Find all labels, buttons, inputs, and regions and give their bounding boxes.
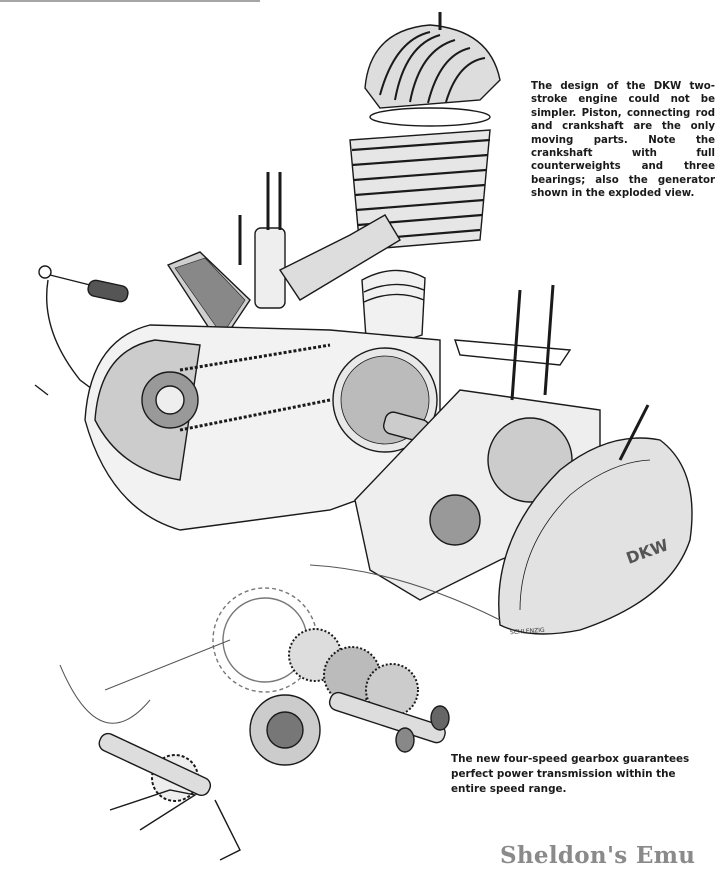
kickstart-shaft — [98, 694, 321, 861]
piston — [361, 269, 426, 342]
watermark-text: Sheldon's Emu — [500, 842, 696, 869]
carburettor — [166, 172, 401, 347]
generator-cover: DKW — [498, 404, 693, 635]
watermark: Sheldon's Emu — [500, 842, 695, 869]
crankshaft — [332, 347, 438, 453]
crankcase-right — [354, 284, 601, 601]
engine-caption: The design of the DKW two-stroke engine … — [531, 81, 715, 200]
kickstart-lever — [34, 265, 129, 396]
gearbox-caption: The new four-speed gearbox guarantees pe… — [451, 753, 690, 795]
head-gasket — [369, 107, 491, 127]
frame-outline — [59, 564, 501, 724]
cylinder-head — [364, 12, 501, 109]
gear-cluster — [288, 628, 450, 753]
